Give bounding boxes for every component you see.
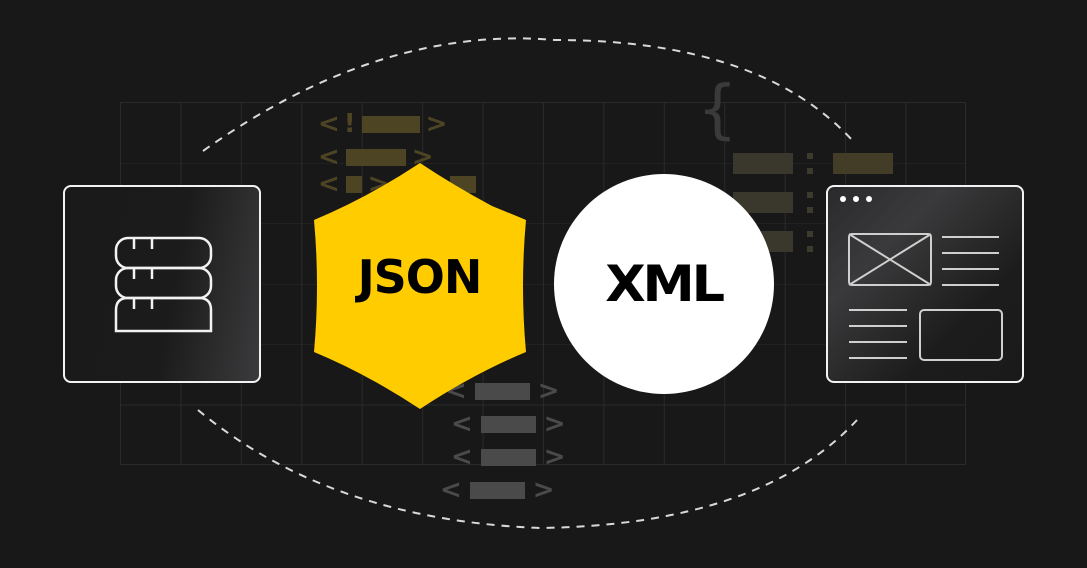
- curly-brace-decoration: {: [697, 73, 738, 147]
- database-card: [63, 185, 261, 383]
- json-hexagon-badge: [314, 163, 526, 409]
- json-key-value-decoration: [733, 153, 893, 174]
- window-dots-icon: [840, 196, 872, 202]
- xml-tag-decoration: <>: [451, 442, 566, 472]
- webpage-card: [826, 185, 1024, 383]
- xml-tag-decoration: <>: [440, 475, 555, 505]
- database-stack-icon: [114, 236, 213, 333]
- json-key-value-decoration: [733, 192, 833, 213]
- xml-tag-decoration: <!>: [318, 109, 448, 139]
- xml-tag-decoration: <>: [318, 142, 434, 172]
- xml-label: XML: [605, 255, 726, 313]
- webpage-layout-icon: [848, 233, 1003, 361]
- json-label: JSON: [357, 250, 483, 304]
- xml-circle-badge: XML: [554, 174, 774, 394]
- xml-tag-decoration: <>: [451, 409, 566, 439]
